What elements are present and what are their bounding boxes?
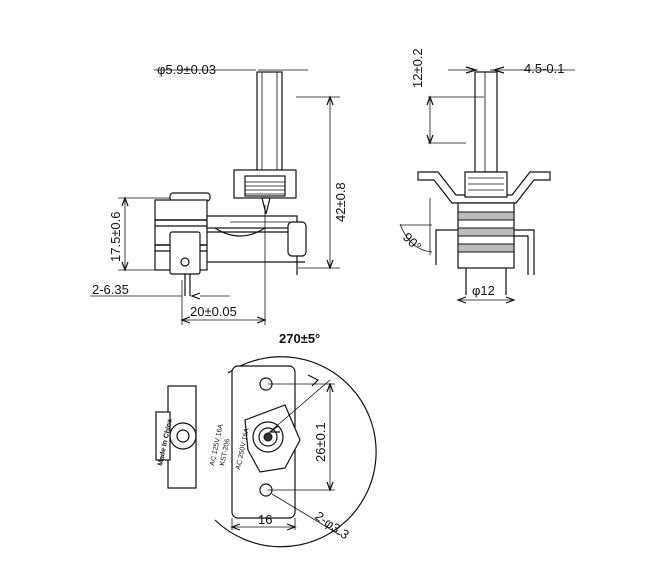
dim-body-diameter: φ12: [472, 283, 495, 298]
dim-shaft-diameter: φ5.9±0.03: [157, 62, 216, 77]
side-shaft: [474, 71, 498, 173]
dim-shaft-protrusion: 12±0.2: [410, 48, 425, 88]
side-view: 12±0.2 4.5-0.1 90° φ12: [399, 48, 575, 304]
shaft: [256, 71, 283, 175]
dim-terminal-offset: 2-6.35: [92, 282, 129, 297]
dim-base-width: 16: [258, 512, 272, 527]
rotation-arc: [214, 356, 377, 548]
dim-bend-angle: 90°: [400, 230, 425, 255]
dim-rotation-angle: 270±5°: [279, 331, 320, 346]
left-lug: [167, 385, 197, 489]
dim-mounting-holes: 2-φ3.3: [312, 508, 352, 542]
top-view: 270±5° Made In China AC 125V 16A KST-206…: [155, 331, 377, 548]
mounting-bracket: [233, 169, 297, 199]
lever: [244, 404, 301, 473]
dim-terminal-spacing: 20±0.05: [190, 304, 237, 319]
front-view: φ5.9±0.03 42±0.8 17.5±0.6 2-6.35 20±0.05: [90, 62, 348, 325]
dim-mounting-spacing: 26±0.1: [313, 422, 328, 462]
side-bracket: [417, 171, 551, 204]
dim-overall-height: 42±0.8: [333, 182, 348, 222]
dim-body-height: 17.5±0.6: [108, 211, 123, 262]
dim-flat-depth: 4.5-0.1: [524, 61, 564, 76]
